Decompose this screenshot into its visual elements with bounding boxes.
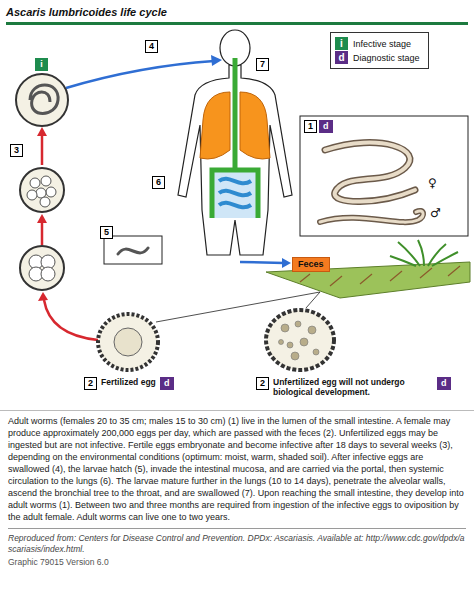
egg-cell bbox=[46, 187, 56, 197]
digestive-tract bbox=[233, 58, 238, 170]
node-label: Feces bbox=[298, 259, 324, 269]
development-arrow bbox=[44, 300, 98, 340]
legend-label: Diagnostic stage bbox=[353, 53, 420, 63]
callout-number: 5 bbox=[100, 226, 113, 239]
female-worm bbox=[325, 143, 415, 202]
female-symbol: ♀ bbox=[428, 177, 437, 190]
arrow-head bbox=[282, 258, 291, 268]
legend-row: d Diagnostic stage bbox=[335, 51, 420, 64]
larva-panel bbox=[104, 236, 162, 264]
caption: Adult worms (females 20 to 35 cm; males … bbox=[8, 415, 466, 523]
large-intestine bbox=[212, 170, 258, 218]
left-lung bbox=[200, 92, 230, 159]
female-worm-body bbox=[325, 143, 415, 202]
badge-text: 5 bbox=[104, 227, 109, 237]
callout-number: 6 bbox=[152, 176, 165, 189]
arrow-head bbox=[211, 55, 222, 66]
badge-text: i bbox=[40, 59, 43, 69]
leader-line bbox=[306, 292, 320, 308]
legend: i Infective stage d Diagnostic stage bbox=[330, 32, 429, 69]
callout-number: 3 bbox=[10, 144, 23, 157]
development-arrow bbox=[41, 133, 44, 165]
granule bbox=[308, 326, 316, 334]
embryonating-egg bbox=[20, 168, 64, 212]
badge-text: 2 bbox=[260, 378, 265, 388]
source-note: Reproduced from: Centers for Disease Con… bbox=[8, 533, 466, 555]
egg-label: Fertilized egg bbox=[101, 378, 156, 388]
divider bbox=[0, 410, 474, 411]
fertilized-egg bbox=[98, 314, 158, 370]
egg-cell bbox=[27, 190, 37, 200]
legend-label: Infective stage bbox=[353, 39, 411, 49]
diagram-title: Ascaris lumbricoides life cycle bbox=[6, 6, 167, 18]
male-worm bbox=[320, 211, 423, 222]
egg-granules bbox=[279, 321, 320, 360]
egg-cell bbox=[41, 267, 55, 281]
badge-text: 6 bbox=[156, 177, 161, 187]
callout-number: 2 bbox=[256, 377, 269, 390]
egg-cell bbox=[114, 328, 142, 356]
badge-text: d bbox=[323, 121, 329, 131]
title-rule bbox=[6, 22, 468, 25]
egg-cell bbox=[40, 197, 50, 207]
legend-swatch: i bbox=[335, 37, 348, 50]
excretion-arrow bbox=[240, 262, 284, 263]
infective-egg bbox=[16, 74, 68, 126]
arrow-head bbox=[37, 127, 47, 136]
feces-box: Feces bbox=[292, 257, 330, 272]
arrow-head bbox=[38, 292, 48, 301]
arrow-head bbox=[37, 214, 47, 223]
granule bbox=[291, 352, 299, 360]
badge-text: 2 bbox=[88, 378, 93, 388]
stage-letter: i bbox=[340, 38, 343, 49]
small-intestine bbox=[219, 179, 251, 208]
callout-number: 4 bbox=[145, 40, 158, 53]
cleaving-egg bbox=[20, 246, 64, 290]
right-lung bbox=[240, 92, 270, 159]
legend-swatch: d bbox=[335, 51, 348, 64]
plant bbox=[390, 240, 458, 266]
diagnostic-stage-badge: d bbox=[437, 377, 451, 390]
badge-text: 4 bbox=[149, 41, 154, 51]
caption-block: Adult worms (females 20 to 35 cm; males … bbox=[8, 415, 466, 568]
callout-number: 1 bbox=[304, 120, 317, 133]
unfertilized-egg bbox=[266, 310, 334, 370]
footer-rule bbox=[8, 528, 466, 529]
egg-label: Unfertilized egg will not undergo biolog… bbox=[273, 378, 433, 397]
hatched-larva bbox=[118, 248, 148, 254]
infective-stage-badge: i bbox=[35, 58, 48, 71]
male-symbol: ♂ bbox=[430, 207, 441, 220]
male-worm-body bbox=[320, 211, 423, 222]
egg-cells bbox=[29, 255, 55, 281]
coiled-larva bbox=[30, 85, 58, 114]
granule bbox=[300, 338, 308, 346]
stage-letter: d bbox=[338, 52, 344, 63]
granule bbox=[313, 349, 319, 355]
badge-text: 3 bbox=[14, 145, 19, 155]
callout-number: 2 bbox=[84, 377, 97, 390]
granule bbox=[295, 321, 301, 327]
badge-text: 1 bbox=[308, 121, 313, 131]
diagnostic-stage-badge: d bbox=[319, 120, 333, 133]
granule bbox=[287, 342, 293, 348]
granule bbox=[281, 324, 289, 332]
badge-text: d bbox=[441, 378, 447, 388]
badge-text: 7 bbox=[260, 59, 265, 69]
development-arrow bbox=[41, 221, 44, 245]
egg-cell bbox=[36, 188, 46, 198]
adult-worm-panel bbox=[300, 116, 468, 236]
leader-line bbox=[156, 292, 320, 322]
diagnostic-stage-badge: d bbox=[160, 377, 174, 390]
granule bbox=[279, 340, 284, 345]
ingestion-arrow bbox=[66, 61, 214, 88]
badge-text: d bbox=[164, 378, 170, 388]
egg-cells bbox=[27, 176, 56, 207]
callout-number: 7 bbox=[256, 58, 269, 71]
graphic-id: Graphic 79015 Version 6.0 bbox=[8, 557, 466, 568]
egg-cell bbox=[41, 176, 51, 186]
legend-row: i Infective stage bbox=[335, 37, 420, 50]
egg-cell bbox=[30, 178, 40, 188]
